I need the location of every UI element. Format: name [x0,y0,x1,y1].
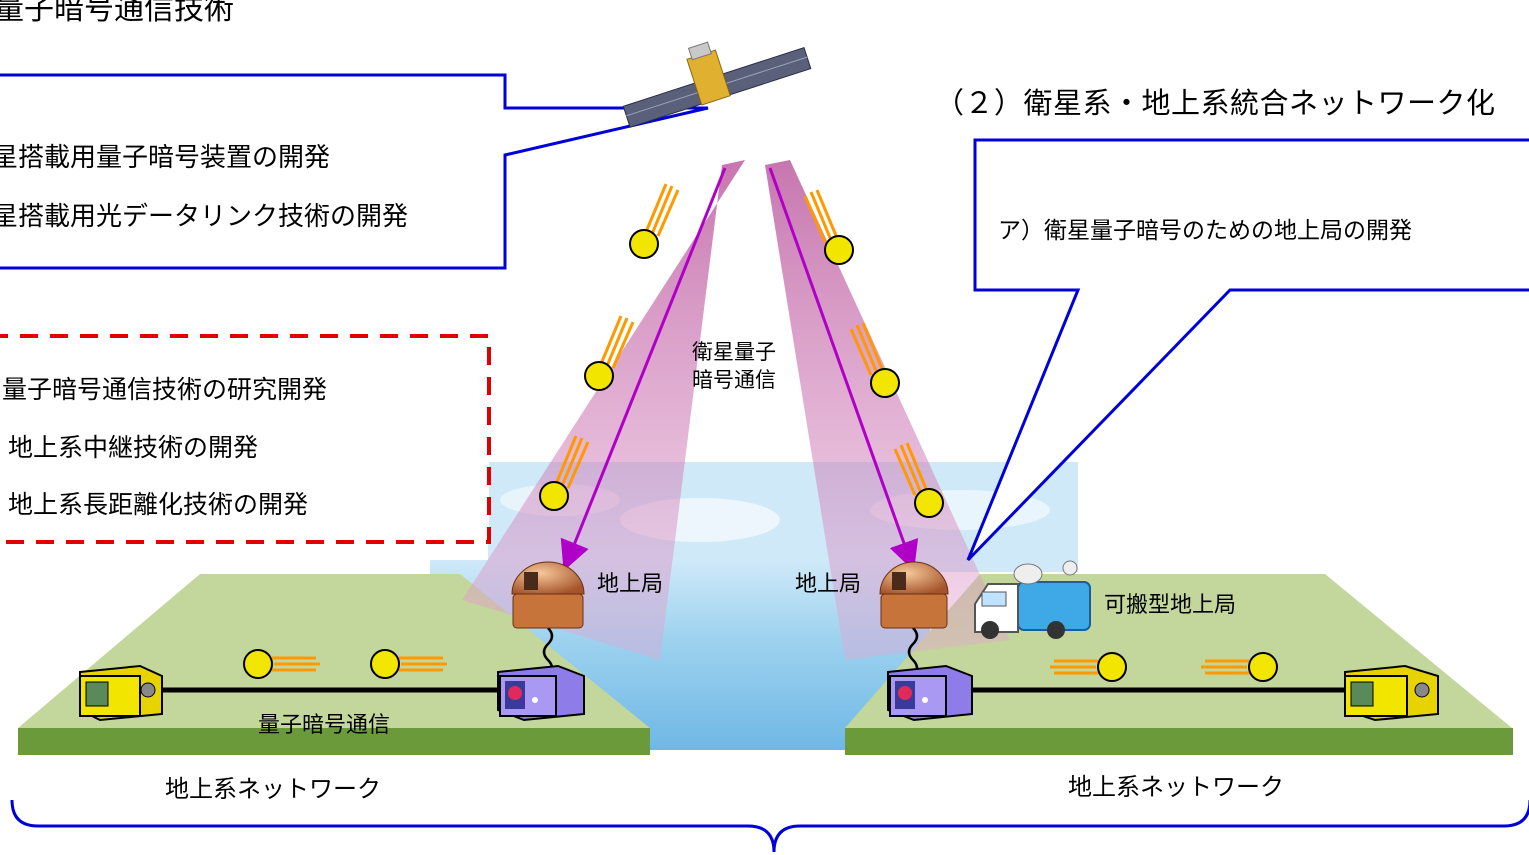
ground-station-dome-left-icon [511,561,585,629]
terminal-device-right-icon [1344,664,1439,722]
ground-station-callout [966,138,1529,562]
ground-station-right-label: 地上局 [795,572,862,597]
beam-left [462,160,745,660]
satellite-icon [622,41,812,128]
beam-right [765,160,1010,660]
page-title-fragment: 量子暗号通信技術 [0,0,234,27]
ground-station-dome-right-icon [879,561,949,629]
bottom-brace [10,799,1529,853]
research-item-2: 地上系中継技術の開発 [8,433,259,462]
arrow-right [768,167,919,572]
ground-station-dev-text: ア）衛星量子暗号のための地上局の開発 [998,218,1412,244]
qkd-device-right-icon [887,664,973,722]
satellite-qkd-label-line1: 衛星量子 [692,340,776,364]
portable-station-label: 可搬型地上局 [1104,593,1237,618]
photons-beam [539,183,944,518]
satellite-item-1: 星搭載用量子暗号装置の開発 [0,143,331,173]
network-left-label: 地上系ネットワーク [165,775,381,803]
dashed-research-box [0,334,491,544]
research-item-1: 量子暗号通信技術の研究開発 [2,375,328,404]
terminal-device-left-icon [79,664,163,722]
satellite-callout [0,73,709,270]
satellite-item-2: 星搭載用光データリンク技術の開発 [0,202,409,232]
network-right-label: 地上系ネットワーク [1068,773,1284,801]
arrow-left [560,167,727,572]
research-item-3: 地上系長距離化技術の開発 [8,490,309,519]
qkd-device-left-icon [497,664,585,722]
ground-station-left-label: 地上局 [597,572,664,597]
integration-heading: （２）衛星系・地上系統合ネットワーク化 [935,86,1496,120]
satellite-qkd-label-line2: 暗号通信 [692,368,776,392]
qkd-link-label: 量子暗号通信 [258,713,391,738]
photons-fiber [243,649,1278,682]
portable-station-truck-icon [974,560,1091,639]
